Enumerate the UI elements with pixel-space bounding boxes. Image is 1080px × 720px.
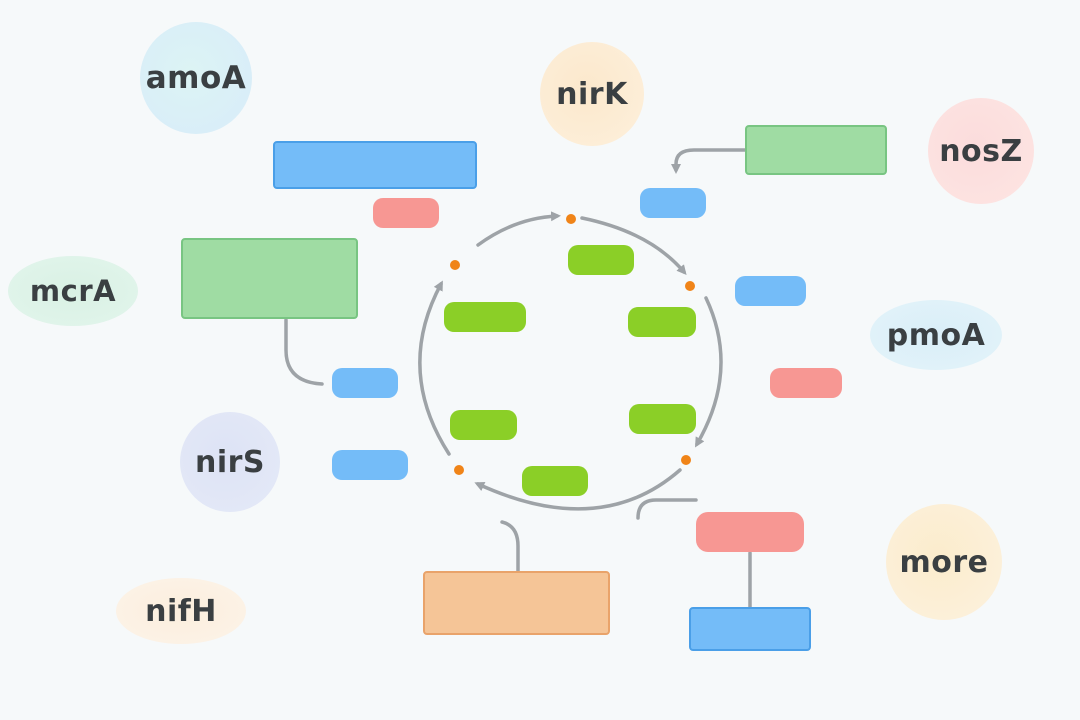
red-pill-right[interactable] bbox=[770, 368, 842, 398]
orange-box-bottom[interactable] bbox=[423, 571, 610, 635]
blue-pill-top-right[interactable] bbox=[640, 188, 706, 218]
gene-bubble-nirS[interactable]: nirS bbox=[180, 412, 280, 512]
gene-bubble-mcrA[interactable]: mcrA bbox=[8, 256, 138, 326]
gene-label-nirS: nirS bbox=[194, 444, 266, 480]
gene-bubble-amoA[interactable]: amoA bbox=[140, 22, 252, 134]
gene-label-pmoA: pmoA bbox=[886, 317, 986, 353]
lime-pill-top[interactable] bbox=[568, 245, 634, 275]
connector-bottom-right bbox=[636, 498, 698, 520]
connector-left-green-box bbox=[284, 318, 324, 386]
gene-label-mcrA: mcrA bbox=[29, 274, 117, 308]
red-pill-bottom-right[interactable] bbox=[696, 512, 804, 552]
blue-box-top[interactable] bbox=[273, 141, 477, 189]
more-label: more bbox=[899, 544, 989, 580]
gene-bubble-nosZ[interactable]: nosZ bbox=[928, 98, 1034, 204]
cycle-arrows bbox=[418, 211, 723, 511]
cycle-nodes bbox=[450, 214, 695, 475]
cycle-arc-bottom bbox=[474, 468, 682, 511]
blue-pill-left-upper[interactable] bbox=[332, 368, 398, 398]
more-bubble[interactable]: more bbox=[886, 504, 1002, 620]
connector-top-right-box bbox=[671, 148, 748, 174]
lime-pill-right-upper[interactable] bbox=[628, 307, 696, 337]
gene-label-amoA: amoA bbox=[145, 60, 247, 96]
connectors bbox=[284, 148, 752, 610]
cycle-arc-top-right bbox=[580, 216, 687, 276]
gene-bubble-nirK[interactable]: nirK bbox=[540, 42, 644, 146]
cycle-node-lower-left bbox=[454, 465, 464, 475]
blue-box-bottom-right[interactable] bbox=[689, 607, 811, 651]
green-box-top-right[interactable] bbox=[745, 125, 887, 175]
gene-label-nirK: nirK bbox=[556, 76, 628, 112]
lime-pill-left-upper[interactable] bbox=[444, 302, 526, 332]
cycle-arc-right bbox=[694, 296, 723, 448]
connector-bottom-orange-box bbox=[500, 520, 520, 574]
lime-pill-right-lower[interactable] bbox=[629, 404, 696, 434]
cycle-node-lower-right bbox=[681, 455, 691, 465]
blue-pill-right[interactable] bbox=[735, 276, 806, 306]
lime-pill-bottom[interactable] bbox=[522, 466, 588, 496]
blue-pill-left-lower[interactable] bbox=[332, 450, 408, 480]
cycle-node-upper-left bbox=[450, 260, 460, 270]
cycle-node-upper-right bbox=[685, 281, 695, 291]
gene-bubble-nifH[interactable]: nifH bbox=[116, 578, 246, 644]
cycle-arc-left bbox=[418, 280, 451, 456]
gene-label-nosZ: nosZ bbox=[939, 133, 1023, 169]
cycle-arc-top-left bbox=[476, 211, 561, 247]
green-box-left[interactable] bbox=[181, 238, 358, 319]
gene-label-nifH: nifH bbox=[145, 593, 217, 629]
cycle-node-top bbox=[566, 214, 576, 224]
red-pill-top[interactable] bbox=[373, 198, 439, 228]
gene-bubble-pmoA[interactable]: pmoA bbox=[870, 300, 1002, 370]
lime-pill-left-lower[interactable] bbox=[450, 410, 517, 440]
